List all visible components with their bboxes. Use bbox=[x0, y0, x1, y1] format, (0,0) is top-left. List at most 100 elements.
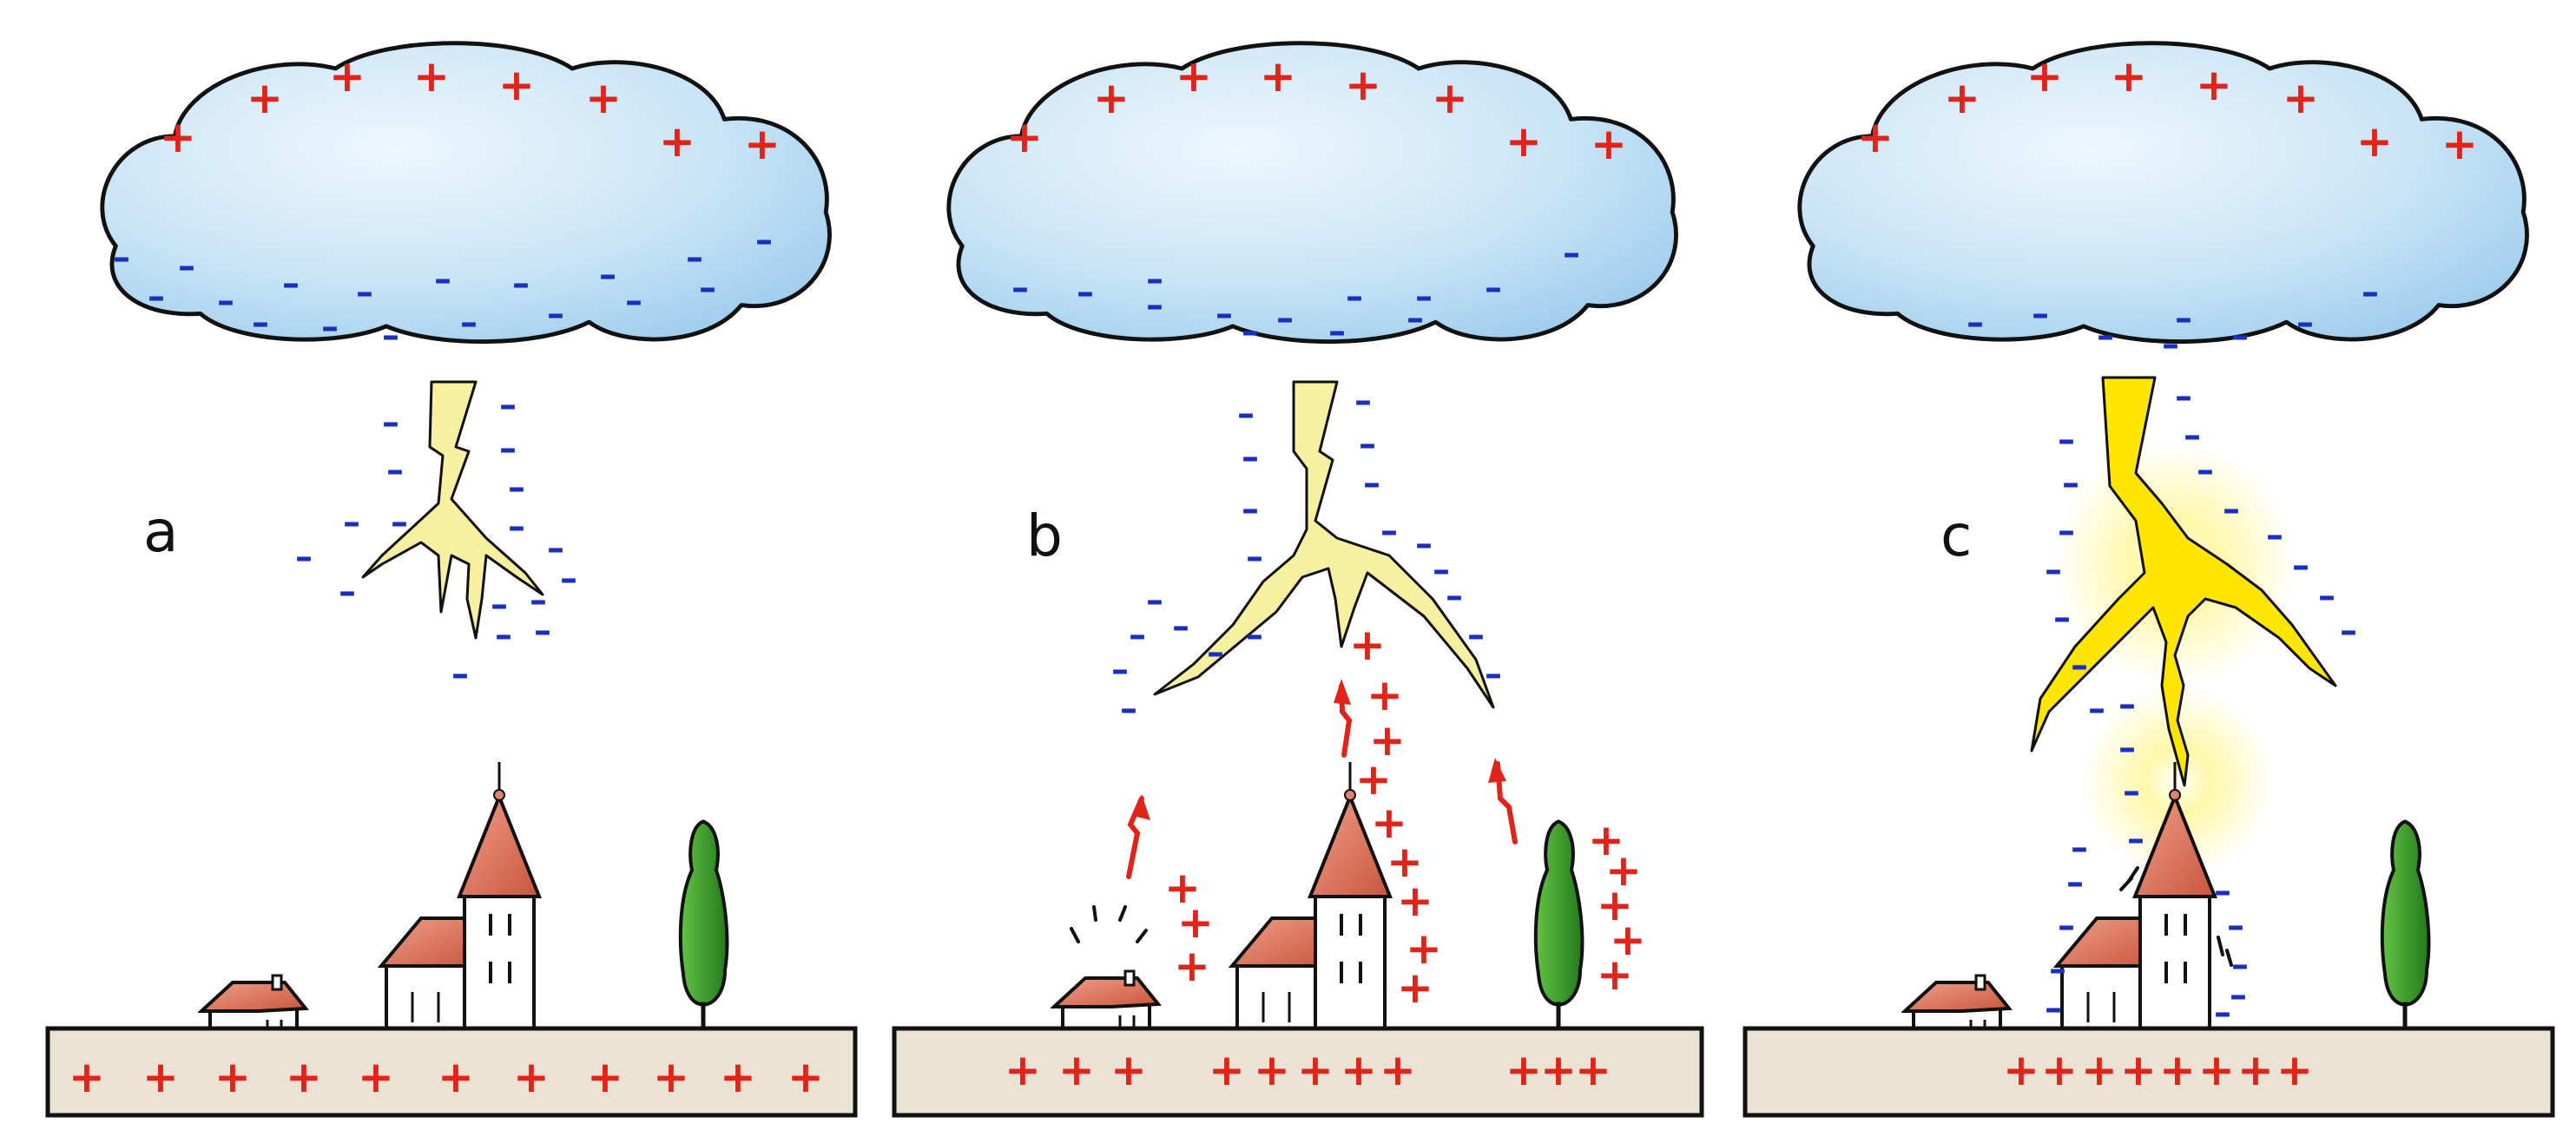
positive-charge-icon: + bbox=[2196, 60, 2232, 110]
positive-charge-icon: + bbox=[1397, 962, 1433, 1013]
negative-charge-icon: – bbox=[2118, 728, 2136, 768]
positive-charge-icon: + bbox=[1591, 119, 1627, 169]
positive-charge-icon: + bbox=[1605, 845, 1642, 896]
negative-charge-icon: – bbox=[451, 654, 469, 694]
positive-charge-icon: + bbox=[1857, 112, 1894, 162]
positive-charge-icon: + bbox=[1575, 1045, 1611, 1095]
cypress-tree-icon bbox=[681, 822, 728, 1027]
positive-charge-icon: + bbox=[1341, 1045, 1377, 1095]
positive-charge-icon: + bbox=[1505, 1045, 1542, 1095]
negative-charge-icon: – bbox=[1120, 689, 1137, 729]
positive-charge-icon: + bbox=[659, 116, 695, 167]
negative-charge-icon: – bbox=[2362, 273, 2379, 312]
negative-charge-icon: – bbox=[1346, 277, 1363, 317]
positive-charge-icon: + bbox=[2111, 51, 2147, 102]
negative-charge-icon: – bbox=[113, 238, 130, 278]
negative-charge-icon: – bbox=[2058, 420, 2075, 460]
negative-charge-icon: – bbox=[2127, 819, 2144, 859]
positive-charge-icon: + bbox=[2159, 1045, 2196, 1095]
lightning-bolt-icon bbox=[361, 380, 544, 640]
negative-charge-icon: – bbox=[1129, 615, 1146, 655]
negative-charge-icon: – bbox=[321, 307, 339, 347]
negative-charge-icon: – bbox=[386, 450, 404, 490]
negative-charge-icon: – bbox=[2296, 303, 2314, 343]
negative-charge-icon: – bbox=[1146, 581, 1163, 621]
positive-charge-icon: + bbox=[2356, 116, 2393, 167]
negative-charge-icon: – bbox=[382, 403, 399, 443]
charge-markers: ++++++++++++++++++++++++––––––––––––––––… bbox=[69, 51, 2478, 1102]
positive-charge-icon: + bbox=[2081, 1045, 2118, 1095]
negative-charge-icon: – bbox=[1172, 607, 1189, 647]
negative-charge-icon: – bbox=[530, 581, 547, 621]
positive-charge-icon: + bbox=[1540, 1045, 1577, 1095]
negative-charge-icon: – bbox=[1011, 268, 1029, 308]
positive-charge-icon: + bbox=[1432, 73, 1468, 123]
negative-charge-icon: – bbox=[599, 255, 616, 295]
negative-charge-icon: – bbox=[499, 429, 517, 469]
positive-charge-icon: + bbox=[653, 1052, 689, 1102]
negative-charge-icon: – bbox=[2340, 611, 2357, 651]
negative-charge-icon: – bbox=[1328, 312, 1346, 351]
negative-charge-icon: – bbox=[1242, 489, 1259, 529]
negative-charge-icon: – bbox=[2053, 598, 2071, 638]
positive-charge-icon: + bbox=[1944, 73, 1980, 123]
positive-charge-icon: + bbox=[1371, 798, 1407, 848]
negative-charge-icon: – bbox=[2097, 316, 2114, 356]
spark-lines bbox=[2119, 866, 2233, 967]
positive-charge-icon: + bbox=[2120, 1045, 2157, 1095]
positive-charge-icon: + bbox=[1597, 880, 1633, 930]
negative-charge-icon: – bbox=[1415, 524, 1433, 564]
negative-charge-icon: – bbox=[2062, 463, 2079, 503]
negative-charge-icon: – bbox=[2058, 906, 2075, 946]
negative-charge-icon: – bbox=[2230, 976, 2247, 1015]
negative-charge-icon: – bbox=[1467, 615, 1485, 655]
positive-charge-icon: + bbox=[160, 112, 196, 162]
lightning-bolt-icon bbox=[2030, 376, 2337, 787]
positive-charge-icon: + bbox=[585, 73, 622, 123]
positive-charge-icon: + bbox=[1176, 51, 1212, 102]
negative-charge-icon: – bbox=[391, 503, 408, 542]
negative-charge-icon: – bbox=[1207, 633, 1224, 673]
negative-charge-icon: – bbox=[499, 385, 517, 425]
church-icon bbox=[379, 762, 541, 1040]
positive-charge-icon: + bbox=[358, 1052, 394, 1102]
positive-charge-icon: + bbox=[1254, 1045, 1290, 1095]
negative-charge-icon: – bbox=[1485, 268, 1502, 308]
positive-charge-icon: + bbox=[1355, 754, 1392, 805]
positive-charge-icon: + bbox=[2237, 1045, 2274, 1095]
glow-lower bbox=[2082, 686, 2273, 877]
negative-charge-icon: – bbox=[1077, 273, 1094, 312]
negative-charge-icon: – bbox=[625, 281, 642, 321]
positive-charge-icon: + bbox=[1209, 1045, 1245, 1095]
positive-charge-icon: + bbox=[1177, 897, 1214, 948]
positive-charge-icon: + bbox=[1505, 116, 1542, 167]
positive-charge-icon: + bbox=[1093, 73, 1130, 123]
negative-charge-icon: – bbox=[343, 503, 360, 542]
positive-charge-icon: + bbox=[329, 51, 366, 102]
panel-a: a bbox=[45, 43, 858, 1118]
positive-charge-icon: + bbox=[2041, 1045, 2078, 1095]
negative-charge-icon: – bbox=[2184, 416, 2201, 456]
negative-charge-icon: – bbox=[434, 260, 451, 299]
negative-charge-icon: – bbox=[2088, 689, 2105, 729]
negative-charge-icon: – bbox=[148, 277, 165, 317]
positive-charge-icon: + bbox=[1367, 670, 1403, 720]
negative-charge-icon: – bbox=[1407, 299, 1424, 338]
positive-charge-icon: + bbox=[1369, 715, 1406, 765]
negative-charge-icon: – bbox=[2066, 863, 2084, 903]
positive-charge-icon: + bbox=[2283, 73, 2319, 123]
positive-charge-icon: + bbox=[438, 1052, 474, 1102]
positive-charge-icon: + bbox=[2003, 1045, 2039, 1095]
negative-charge-icon: – bbox=[1111, 650, 1129, 690]
negative-charge-icon: – bbox=[2049, 949, 2066, 989]
negative-charge-icon: – bbox=[178, 246, 195, 286]
positive-charge-icon: + bbox=[69, 1052, 105, 1102]
negative-charge-icon: – bbox=[2292, 546, 2309, 586]
negative-charge-icon: – bbox=[1146, 260, 1163, 299]
negative-charge-icon: – bbox=[460, 303, 478, 343]
negative-charge-icon: – bbox=[2175, 377, 2192, 417]
negative-charge-icon: – bbox=[382, 316, 399, 356]
positive-charge-icon: + bbox=[1588, 815, 1624, 865]
negative-charge-icon: – bbox=[2123, 772, 2140, 811]
negative-charge-icon: – bbox=[1363, 463, 1380, 503]
